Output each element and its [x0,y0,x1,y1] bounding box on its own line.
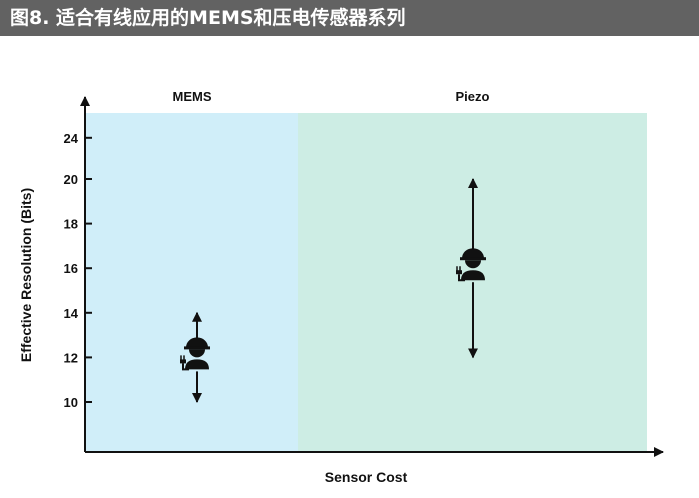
y-tick-label: 18 [64,217,78,232]
x-axis-label: Sensor Cost [325,469,408,485]
region-mems [86,113,298,451]
y-tick-label: 10 [64,395,78,410]
y-tick-label: 20 [64,172,78,187]
region-label: Piezo [456,89,490,104]
y-axis-label: Effective Resolution (Bits) [18,188,34,362]
y-tick-label: 24 [64,131,79,146]
y-tick-label: 12 [64,350,78,365]
y-tick-label: 14 [64,306,79,321]
region-label: MEMS [173,89,212,104]
y-tick-label: 16 [64,261,78,276]
region-piezo [298,113,647,451]
figure-title: 图8. 适合有线应用的MEMS和压电传感器系列 [0,0,699,36]
